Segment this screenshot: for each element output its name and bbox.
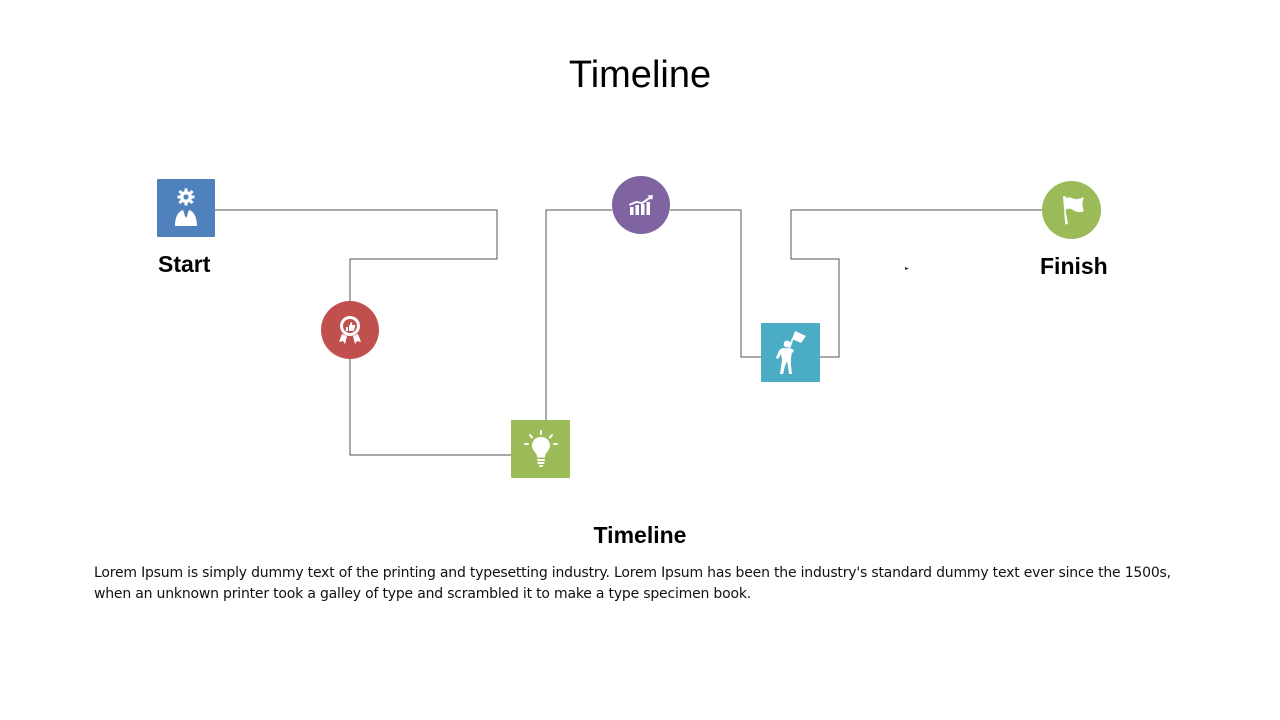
growth-chart-icon <box>629 195 653 215</box>
connector-award-to-bulb <box>349 359 511 456</box>
timeline-node-start <box>157 179 215 237</box>
connector-bulb-to-chart <box>545 209 612 420</box>
person-with-flag-icon <box>775 330 806 374</box>
connector-start-to-award <box>215 209 498 301</box>
node-label-finish: Finish <box>1040 253 1108 279</box>
timeline-node-finish <box>1042 181 1101 239</box>
timeline-node-growth-chart <box>612 176 670 234</box>
section-subtitle: Timeline <box>593 522 687 548</box>
flag-icon <box>1062 196 1084 225</box>
award-thumbs-up-icon <box>339 316 361 344</box>
connector-person-to-finish <box>790 209 1042 358</box>
lightbulb-icon <box>523 430 558 467</box>
slide-title: Timeline <box>568 54 712 96</box>
small-arrow-mark <box>905 267 909 270</box>
timeline-node-award <box>321 301 379 359</box>
node-label-start: Start <box>158 251 211 277</box>
description-paragraph: Lorem Ipsum is simply dummy text of the … <box>94 565 1171 602</box>
manager-gear-icon <box>175 188 197 226</box>
timeline-node-person-flag <box>761 323 820 382</box>
timeline-node-lightbulb <box>511 420 570 478</box>
connector-chart-to-person <box>670 209 761 358</box>
